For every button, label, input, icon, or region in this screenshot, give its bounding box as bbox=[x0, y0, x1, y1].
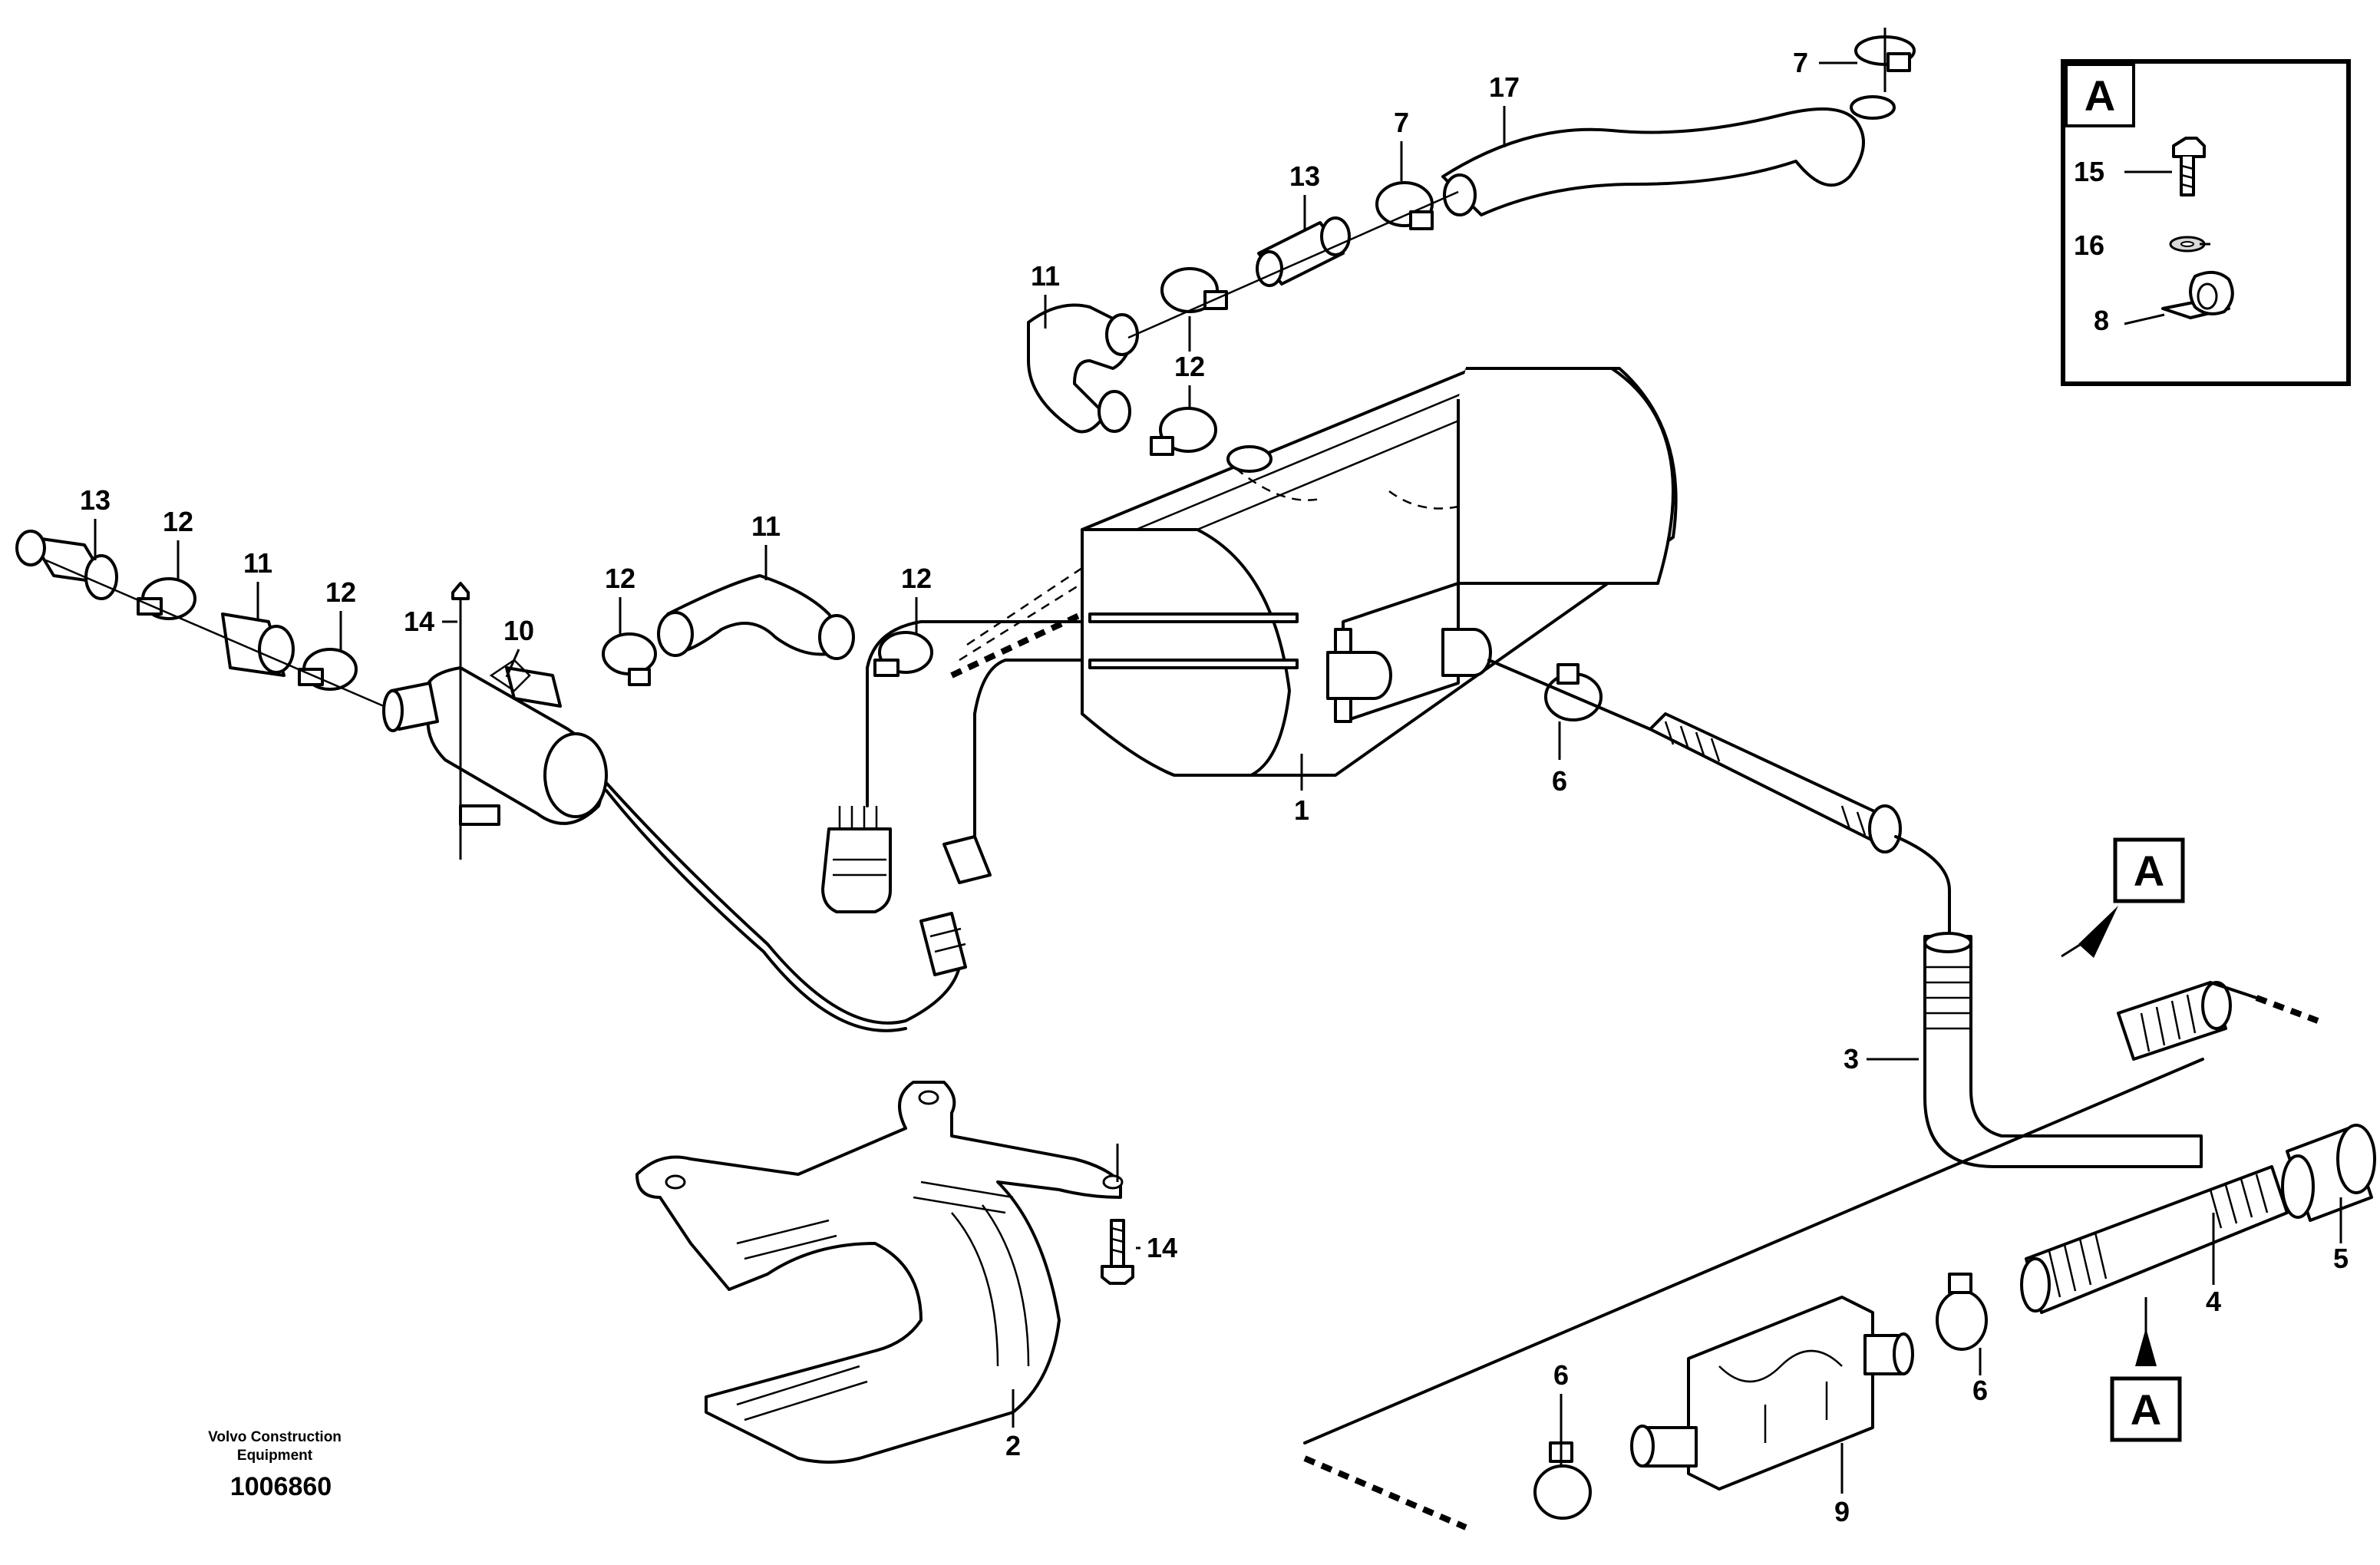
wiring-harness bbox=[605, 620, 1084, 1032]
bolt-14-lower bbox=[1101, 1144, 1134, 1285]
detail-view-label: A bbox=[2085, 71, 2115, 120]
circulation-pump-10 bbox=[382, 659, 608, 826]
callout-3: 3 bbox=[1844, 1043, 1859, 1075]
view-arrow-lower: A bbox=[2110, 1297, 2182, 1442]
callout-15: 15 bbox=[2074, 156, 2104, 187]
top-hose-chain bbox=[1027, 35, 1916, 456]
callout-9: 9 bbox=[1834, 1496, 1850, 1527]
callout-13-left: 13 bbox=[80, 484, 111, 516]
heater-unit-1 bbox=[959, 367, 1678, 777]
exhaust-pipe-3 bbox=[1303, 659, 2258, 1444]
callout-12-c: 12 bbox=[605, 563, 635, 594]
callout-17: 17 bbox=[1489, 71, 1520, 103]
callout-11-b: 11 bbox=[751, 510, 781, 542]
callout-12-a: 12 bbox=[163, 506, 193, 537]
lower-exhaust-parts bbox=[1533, 1124, 2376, 1520]
callout-14-top: 14 bbox=[404, 606, 434, 637]
callout-10: 10 bbox=[503, 615, 534, 646]
callout-11-a: 11 bbox=[243, 547, 272, 579]
view-arrow-upper-label: A bbox=[2134, 847, 2164, 895]
callout-6-bottom: 6 bbox=[1553, 1359, 1569, 1391]
left-hose-chain bbox=[15, 530, 385, 708]
credit-line-2: Equipment bbox=[237, 1448, 313, 1464]
mounting-bracket-2 bbox=[635, 1081, 1124, 1464]
credit-line-1: Volvo Construction bbox=[208, 1429, 342, 1445]
callout-7-mid: 7 bbox=[1394, 107, 1409, 138]
detail-view-a: A 15 16 8 bbox=[2061, 59, 2351, 386]
bolt-15-detail bbox=[2172, 137, 2206, 196]
dashed-link-right bbox=[2255, 995, 2319, 1024]
clamp-8-detail bbox=[2161, 270, 2234, 319]
view-arrow-upper: A bbox=[2061, 837, 2185, 958]
callout-6-right: 6 bbox=[1972, 1375, 1988, 1406]
middle-hose-chain bbox=[602, 574, 933, 686]
callout-16: 16 bbox=[2074, 229, 2104, 261]
drawing-number: 1006860 bbox=[230, 1472, 332, 1501]
callout-14-lower: 14 bbox=[1147, 1232, 1177, 1263]
callout-11-c: 11 bbox=[1031, 260, 1060, 292]
callout-12-d: 12 bbox=[901, 563, 932, 594]
callout-4: 4 bbox=[2206, 1286, 2221, 1317]
callout-8: 8 bbox=[2094, 305, 2109, 336]
callout-1: 1 bbox=[1294, 794, 1309, 826]
callout-5: 5 bbox=[2333, 1243, 2349, 1274]
dashed-link-bottom bbox=[1303, 1455, 1467, 1530]
callout-13-top: 13 bbox=[1289, 160, 1320, 192]
dashed-link-left bbox=[950, 611, 1084, 678]
callout-2: 2 bbox=[1005, 1430, 1021, 1461]
callout-6-upper: 6 bbox=[1552, 765, 1567, 797]
callout-12-b: 12 bbox=[325, 576, 356, 608]
callout-7-top: 7 bbox=[1793, 47, 1808, 78]
view-arrow-lower-label: A bbox=[2131, 1385, 2161, 1434]
callout-12-e: 12 bbox=[1174, 351, 1205, 382]
